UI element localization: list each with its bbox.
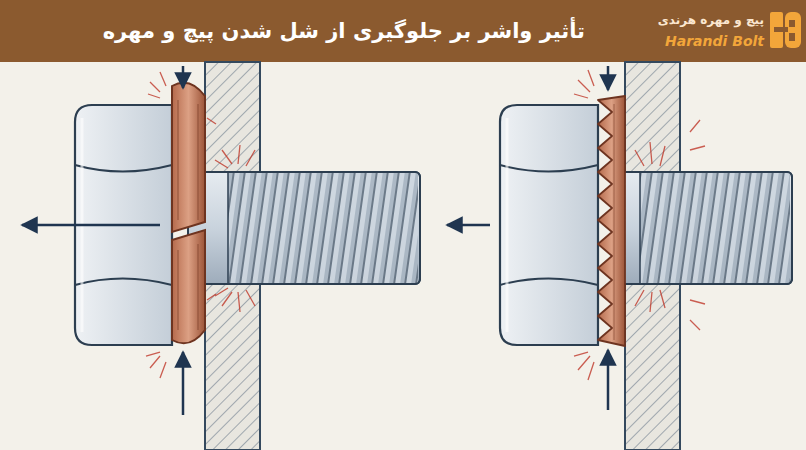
logo-icon [770,12,801,48]
title-banner [0,0,806,62]
tooth-washer-assembly [447,62,792,450]
title: تأثیر واشر بر جلوگیری از شل شدن پیچ و مه… [103,19,585,43]
spring-washer-assembly [22,62,420,450]
logo-name: پیچ و مهره هرندی [658,13,764,27]
logo-name-latin: Harandi Bolt [665,33,764,49]
